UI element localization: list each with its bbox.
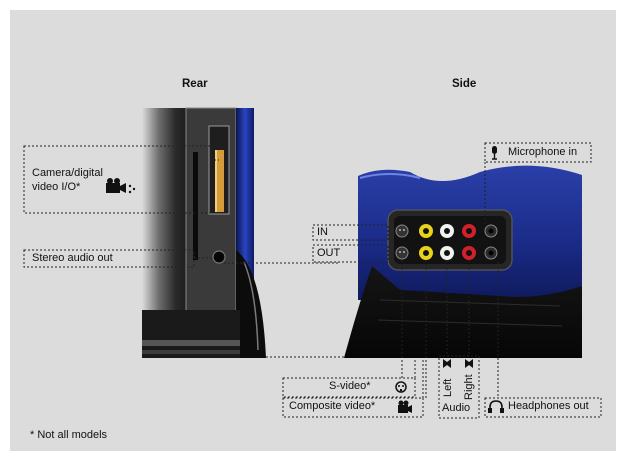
audio-label: Audio	[442, 402, 471, 414]
audio-left-in-port	[440, 224, 454, 238]
microphone-in-label: Microphone in	[508, 146, 578, 158]
s-video-out-port	[395, 246, 409, 260]
rear-view	[142, 107, 266, 358]
in-label: IN	[317, 226, 328, 238]
out-callout-box	[312, 244, 389, 263]
s-video-callout-box	[282, 377, 416, 398]
camera-label-line1: Camera/digital	[32, 167, 103, 179]
stereo-audio-out-label: Stereo audio out	[32, 252, 113, 264]
microphone-port	[484, 224, 498, 238]
stereo-callout-box	[23, 249, 195, 268]
composite-callout-box	[282, 397, 424, 418]
headphones-callout-box	[484, 397, 602, 418]
side-title: Side	[452, 78, 477, 90]
out-label: OUT	[317, 247, 341, 259]
footnote: * Not all models	[30, 429, 108, 441]
in-callout-box	[312, 224, 389, 241]
microphone-callout-box	[484, 142, 592, 163]
composite-out-port	[419, 246, 433, 260]
audio-callout-box	[438, 355, 480, 419]
audio-right-in-port	[462, 224, 476, 238]
composite-in-port	[419, 224, 433, 238]
composite-video-label: Composite video*	[289, 400, 376, 412]
s-video-in-port	[395, 224, 409, 238]
camera-callout-box	[23, 145, 211, 214]
headphones-port	[484, 246, 498, 260]
s-video-label: S-video*	[329, 380, 371, 392]
camera-label-line2: video I/O*	[32, 181, 81, 193]
rear-title: Rear	[182, 78, 208, 90]
headphones-out-label: Headphones out	[508, 400, 589, 412]
audio-right-out-port	[462, 246, 476, 260]
audio-left-out-port	[440, 246, 454, 260]
